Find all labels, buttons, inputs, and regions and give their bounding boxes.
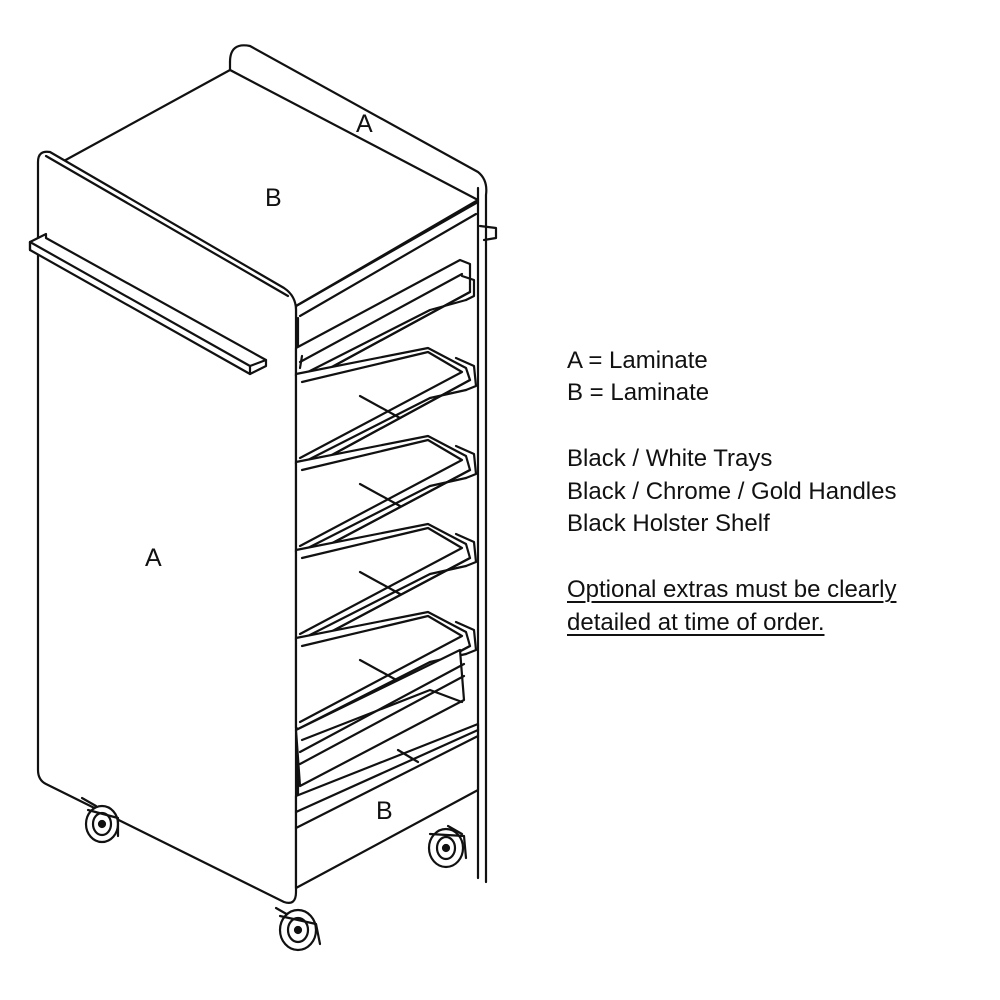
legend-holster-shelf: Black Holster Shelf: [567, 510, 770, 537]
order-note-line-2: detailed at time of order.: [567, 609, 825, 636]
order-note-line-1: Optional extras must be clearly: [567, 576, 897, 603]
legend-line-b: B = Laminate: [567, 379, 710, 406]
legend-trays: Black / White Trays: [567, 445, 773, 472]
tray-6: [294, 648, 466, 788]
base-front: [294, 722, 480, 890]
legend-line-a: A = Laminate: [567, 347, 708, 374]
caster-front-right: [427, 824, 468, 869]
side-panel: [36, 150, 298, 904]
caster-front-left: [274, 906, 322, 952]
label-top-surface: B: [265, 184, 282, 212]
legend-handles: Black / Chrome / Gold Handles: [567, 478, 897, 505]
label-base-front: B: [376, 797, 393, 825]
towel-rail: [28, 232, 268, 376]
label-top-back-panel: A: [356, 110, 373, 138]
label-side-panel: A: [145, 544, 162, 572]
caster-back-left: [80, 796, 120, 844]
